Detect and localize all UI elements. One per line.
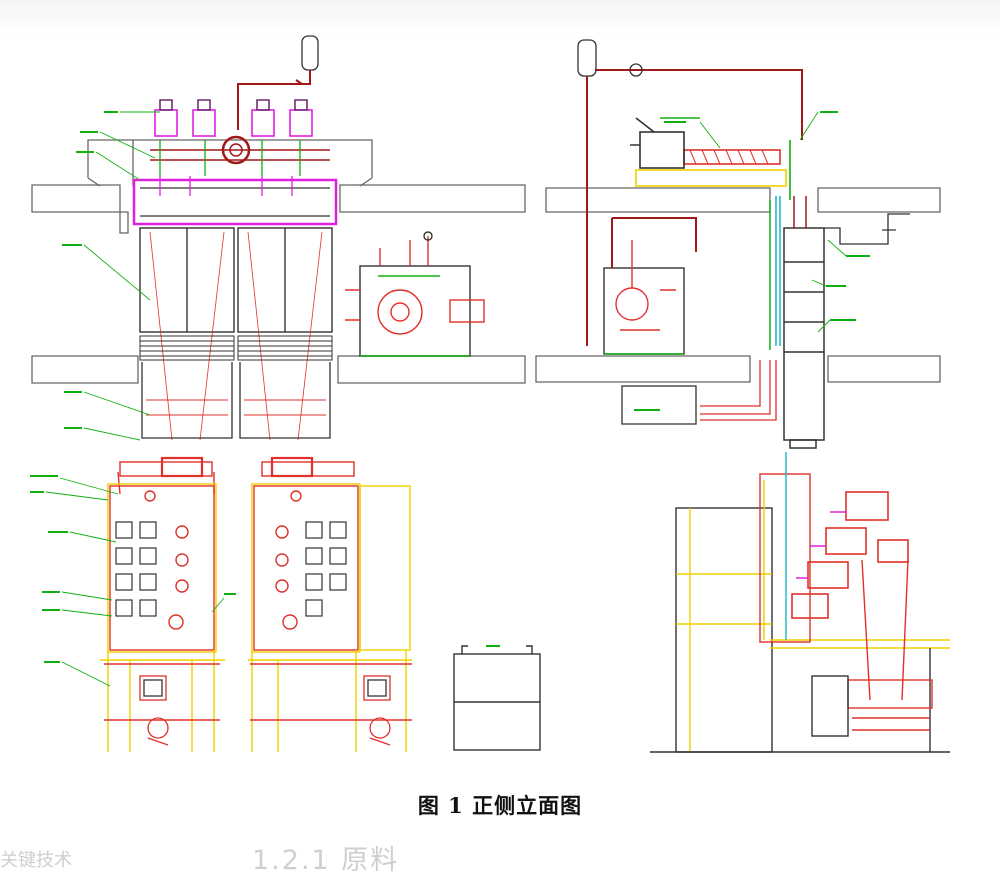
top-shade	[0, 0, 1000, 34]
spinning-column	[769, 196, 825, 449]
heating-pipe	[586, 69, 803, 346]
front-elevation	[30, 35, 541, 752]
winder-frame-2	[248, 456, 412, 752]
floor-slab-lower-side	[535, 355, 941, 383]
floor-slab-upper-left	[31, 184, 129, 234]
heat-exchanger	[345, 231, 485, 357]
quench-grille	[139, 335, 333, 361]
air-tank	[453, 645, 541, 751]
package-doffer	[811, 559, 933, 737]
side-elevation	[535, 39, 950, 753]
leader-text-marks	[30, 111, 500, 663]
floor-slab-upper-right	[339, 184, 526, 213]
pump-motors	[159, 99, 308, 111]
engineering-drawing	[30, 35, 950, 753]
support-frame	[87, 139, 373, 187]
cut-off-text-left: 关键技术	[0, 850, 72, 871]
quench-chambers	[139, 227, 333, 441]
winding-units	[115, 521, 347, 617]
leader-text-marks-right	[634, 111, 870, 411]
steam-tank	[301, 35, 319, 71]
metering-pumps	[154, 99, 313, 137]
cut-off-section-heading: 1.2.1 原料	[252, 845, 400, 876]
reservoir-tank	[603, 217, 697, 355]
spin-box	[132, 178, 338, 226]
floor-slab-upper-side	[545, 187, 941, 213]
steam-pipe	[237, 70, 311, 130]
takeup-winders	[791, 491, 909, 619]
expansion-tank	[577, 39, 597, 77]
spinning-channels	[141, 362, 331, 439]
figure-caption: 图 1 正侧立面图	[417, 793, 583, 818]
exhaust-duct	[621, 360, 777, 425]
side-pipes	[824, 213, 910, 245]
godet-rollers	[144, 490, 302, 630]
winders	[139, 675, 391, 746]
leader-lines	[45, 111, 225, 687]
winder-frame-1	[100, 456, 225, 752]
takeup-frame	[650, 452, 950, 753]
extruder	[630, 117, 791, 200]
